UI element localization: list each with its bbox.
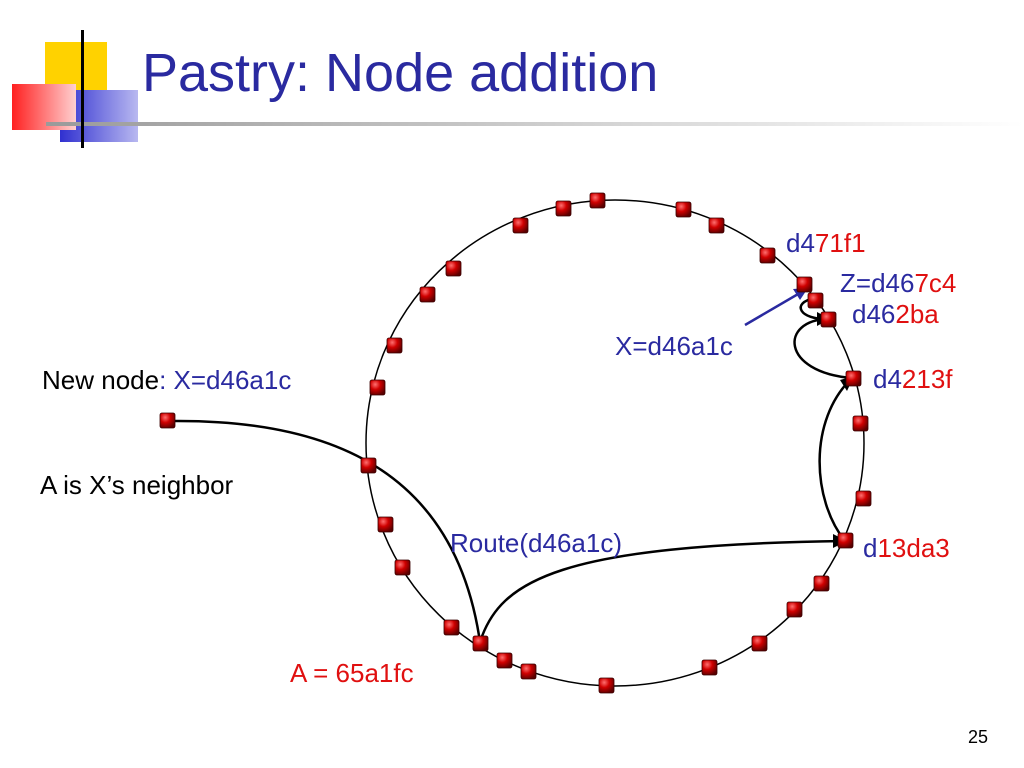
ring-node bbox=[443, 619, 460, 636]
corner-decoration bbox=[12, 30, 1024, 148]
route-arrow bbox=[478, 539, 846, 643]
ring-node bbox=[394, 559, 411, 576]
ring-node bbox=[496, 652, 513, 669]
ring-node bbox=[820, 311, 837, 328]
new-node-prefix: New node bbox=[42, 365, 160, 395]
hop-arrow-2 bbox=[793, 317, 853, 380]
ring-node bbox=[759, 247, 776, 264]
ring-node bbox=[377, 516, 394, 533]
ring-node bbox=[751, 635, 768, 652]
deco-vertical-bar bbox=[81, 30, 84, 148]
ring-node bbox=[701, 659, 718, 676]
page-number: 25 bbox=[968, 727, 989, 747]
neighbor-label: A is X’s neighbor bbox=[40, 470, 234, 500]
ring-node bbox=[445, 260, 462, 277]
ring-node bbox=[708, 217, 725, 234]
node-label-d13da3: d13da3 bbox=[863, 533, 950, 563]
ring-node bbox=[786, 601, 803, 618]
new-node-to-a-arrow bbox=[173, 419, 482, 643]
route-label: Route(d46a1c) bbox=[450, 528, 622, 558]
x-pointer-line bbox=[744, 288, 806, 327]
node-label-d4213f: d4213f bbox=[873, 364, 953, 394]
ring-node bbox=[796, 276, 813, 293]
ring-node bbox=[855, 490, 872, 507]
x-label: X=d46a1c bbox=[615, 331, 733, 361]
node-label-d462ba: d462ba bbox=[852, 299, 939, 329]
ring-node bbox=[813, 575, 830, 592]
ring-node bbox=[360, 457, 377, 474]
new-node-id: : X=d46a1c bbox=[159, 365, 292, 395]
node-label-d471f1: d471f1 bbox=[786, 228, 866, 258]
ring-node bbox=[555, 200, 572, 217]
ring-nodes bbox=[159, 192, 872, 694]
ring-node bbox=[837, 532, 854, 549]
ring-node bbox=[159, 412, 176, 429]
deco-rule bbox=[46, 122, 1024, 126]
ring-node bbox=[675, 201, 692, 218]
page-title: Pastry: Node addition bbox=[142, 43, 659, 103]
ring-node bbox=[472, 635, 489, 652]
ring-node bbox=[369, 379, 386, 396]
ring-node bbox=[852, 415, 869, 432]
ring-node bbox=[845, 370, 862, 387]
ring-node bbox=[598, 677, 615, 694]
ring-node bbox=[589, 192, 606, 209]
ring-node bbox=[520, 663, 537, 680]
ring-node bbox=[419, 286, 436, 303]
ring-node bbox=[512, 217, 529, 234]
ring-node bbox=[807, 292, 824, 309]
ring-node bbox=[386, 337, 403, 354]
new-node-label: New node: X=d46a1c bbox=[42, 367, 291, 393]
pastry-ring bbox=[365, 199, 865, 687]
hop-arrow-1 bbox=[818, 377, 853, 542]
node-label-z: Z=d467c4 bbox=[840, 268, 957, 298]
a-node-label: A = 65a1fc bbox=[290, 658, 414, 688]
